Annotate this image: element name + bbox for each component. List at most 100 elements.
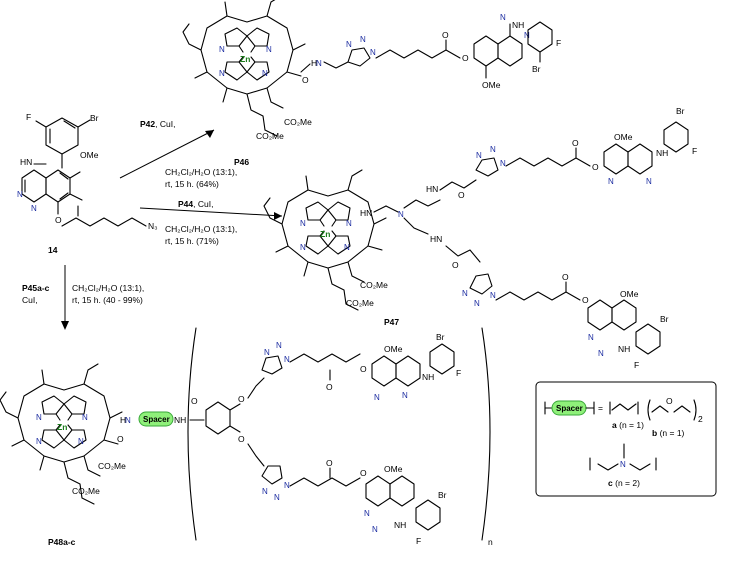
- svg-text:N: N: [646, 177, 652, 186]
- svg-text:NH: NH: [656, 148, 668, 158]
- svg-text:NH: NH: [618, 344, 630, 354]
- svg-text:c (n = 2): c (n = 2): [608, 478, 640, 488]
- svg-text:F: F: [692, 146, 697, 156]
- compound-p48-structure: Zn N N N N CO₂Me CO₂Me O H N Spacer NH O…: [0, 327, 491, 546]
- atom-br: Br: [90, 113, 99, 123]
- svg-text:P45a-c: P45a-c: [22, 283, 50, 293]
- svg-text:N: N: [266, 45, 272, 54]
- svg-text:O: O: [562, 272, 569, 282]
- compound-label-p46: P46: [234, 157, 249, 167]
- atom-hn: HN: [20, 157, 32, 167]
- svg-text:N: N: [219, 45, 225, 54]
- svg-text:NH: NH: [394, 520, 406, 530]
- svg-text:F: F: [456, 368, 461, 378]
- arrow-to-p48: [61, 265, 69, 330]
- atom-n3: N₃: [148, 221, 158, 231]
- svg-text:O: O: [117, 434, 124, 444]
- svg-text:O: O: [238, 434, 245, 444]
- svg-text:O: O: [582, 295, 589, 305]
- svg-text:N: N: [36, 413, 42, 422]
- svg-text:N: N: [372, 525, 378, 534]
- svg-text:N: N: [262, 69, 268, 78]
- atom-zn: Zn: [320, 229, 330, 239]
- svg-text:CH₂Cl₂/H₂O (13:1),: CH₂Cl₂/H₂O (13:1),: [165, 224, 237, 234]
- svg-text:rt, 15 h. (64%): rt, 15 h. (64%): [165, 179, 219, 189]
- atom-ome: OMe: [80, 150, 99, 160]
- compound-label-14: 14: [48, 245, 58, 255]
- svg-text:N: N: [398, 210, 404, 219]
- svg-text:O: O: [238, 394, 245, 404]
- svg-text:NH: NH: [174, 415, 186, 425]
- svg-text:N: N: [300, 219, 306, 228]
- svg-text:OMe: OMe: [482, 80, 501, 90]
- svg-text:CH₂Cl₂/H₂O (13:1),: CH₂Cl₂/H₂O (13:1),: [72, 283, 144, 293]
- svg-text:CuI,: CuI,: [22, 295, 38, 305]
- svg-text:NH: NH: [512, 20, 524, 30]
- svg-text:F: F: [634, 360, 639, 370]
- svg-text:rt, 15 h. (71%): rt, 15 h. (71%): [165, 236, 219, 246]
- svg-text:Spacer: Spacer: [556, 404, 583, 413]
- svg-text:CO₂Me: CO₂Me: [256, 131, 284, 141]
- svg-text:H: H: [311, 58, 317, 68]
- svg-text:N: N: [620, 460, 626, 469]
- repeat-unit-n: n: [488, 537, 493, 547]
- svg-text:HN: HN: [430, 234, 442, 244]
- svg-text:N: N: [276, 341, 282, 350]
- svg-text:N: N: [500, 13, 506, 22]
- svg-text:O: O: [462, 53, 469, 63]
- svg-text:a (n = 1): a (n = 1): [612, 420, 644, 430]
- svg-text:Br: Br: [438, 490, 447, 500]
- svg-text:OMe: OMe: [384, 344, 403, 354]
- svg-text:CO₂Me: CO₂Me: [346, 298, 374, 308]
- svg-text:=: =: [598, 403, 603, 413]
- svg-text:N: N: [360, 35, 366, 44]
- svg-text:N: N: [284, 355, 290, 364]
- svg-text:OMe: OMe: [620, 289, 639, 299]
- svg-text:CO₂Me: CO₂Me: [360, 280, 388, 290]
- svg-text:N: N: [36, 437, 42, 446]
- svg-text:N: N: [316, 59, 322, 68]
- svg-text:O: O: [191, 396, 198, 406]
- compound-label-p47: P47: [384, 317, 399, 327]
- atom-zn: Zn: [240, 54, 250, 64]
- svg-text:F: F: [416, 536, 421, 546]
- svg-text:N: N: [262, 487, 268, 496]
- svg-text:O: O: [452, 260, 459, 270]
- svg-text:N: N: [82, 413, 88, 422]
- svg-text:O: O: [442, 30, 449, 40]
- svg-text:N: N: [274, 493, 280, 502]
- svg-text:N: N: [300, 243, 306, 252]
- svg-text:N: N: [374, 393, 380, 402]
- svg-text:N: N: [364, 509, 370, 518]
- svg-text:Br: Br: [660, 314, 669, 324]
- compound-14-structure: F Br HN N N OMe O N₃: [17, 112, 158, 231]
- svg-text:CO₂Me: CO₂Me: [98, 461, 126, 471]
- atom-f: F: [26, 112, 31, 122]
- svg-text:O: O: [572, 138, 579, 148]
- svg-text:O: O: [360, 468, 367, 478]
- svg-text:O: O: [666, 396, 673, 406]
- spacer-legend-box: Spacer = a (n = 1) O 2 b (n = 1) N c (n …: [535, 381, 717, 497]
- svg-text:O: O: [360, 364, 367, 374]
- atom-zn: Zn: [57, 422, 67, 432]
- svg-text:N: N: [490, 145, 496, 154]
- svg-text:rt, 15 h. (40 - 99%): rt, 15 h. (40 - 99%): [72, 295, 143, 305]
- svg-text:N: N: [78, 437, 84, 446]
- svg-text:N: N: [608, 177, 614, 186]
- svg-text:N: N: [490, 291, 496, 300]
- svg-text:Spacer: Spacer: [143, 415, 170, 424]
- conditions-bottom: P45a-c CuI, CH₂Cl₂/H₂O (13:1), rt, 15 h.…: [22, 283, 144, 305]
- svg-text:N: N: [264, 348, 270, 357]
- svg-text:Br: Br: [436, 332, 445, 342]
- svg-text:b (n = 1): b (n = 1): [652, 428, 685, 438]
- svg-text:N: N: [370, 48, 376, 57]
- compound-p46-structure: Zn N N N N CO₂Me CO₂Me O H N N N N O O O…: [182, 0, 561, 141]
- svg-text:Br: Br: [532, 64, 541, 74]
- svg-text:F: F: [556, 38, 561, 48]
- svg-text:N: N: [402, 391, 408, 400]
- svg-text:N: N: [284, 481, 290, 490]
- arrow-to-p47: [139, 207, 283, 220]
- svg-text:N: N: [476, 151, 482, 160]
- svg-text:OMe: OMe: [384, 464, 403, 474]
